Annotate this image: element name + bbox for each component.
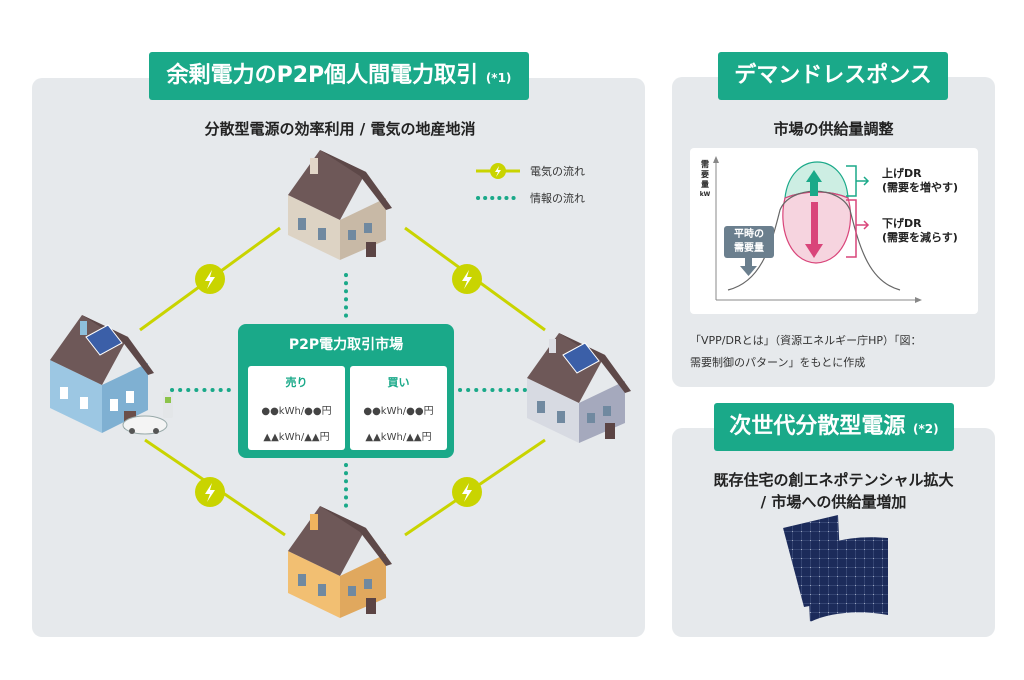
- dr-ylabel-char: 要: [701, 170, 709, 179]
- house-right: [527, 333, 631, 443]
- next-gen-subtitle: 既存住宅の創エネポテンシャル拡大 / 市場への供給量増加: [672, 469, 995, 513]
- dr-down-bracket: [846, 199, 868, 258]
- dr-down-arrow-icon: [805, 202, 823, 258]
- down-dr-label: 下げDR (需要を減らす): [882, 217, 958, 245]
- legend-electric-label: 電気の流れ: [530, 165, 585, 178]
- buy-row-2: ▲▲kWh/▲▲円: [365, 432, 432, 443]
- down-dr-desc: (需要を減らす): [882, 231, 958, 244]
- next-gen-subtitle-line: / 市場への供給量増加: [760, 493, 907, 511]
- legend-info-label: 情報の流れ: [530, 192, 585, 205]
- dr-source-note-line: 「VPP/DRとは」（資源エネルギー庁HP）「図：: [690, 334, 922, 347]
- lightning-icon: [195, 264, 225, 294]
- lightning-icon: [452, 477, 482, 507]
- solar-panel-front: [807, 537, 888, 622]
- dr-ylabel-char: 量: [701, 180, 709, 189]
- dr-source-note-line: 需要制御のパターン」をもとに作成: [690, 356, 866, 369]
- normal-demand-arrow-icon: [740, 258, 757, 276]
- lightning-icon: [195, 477, 225, 507]
- down-dr-title: 下げDR: [882, 217, 922, 230]
- sell-card: 売り ●●kWh/●●円 ▲▲kWh/▲▲円: [248, 366, 345, 450]
- dr-ylabel-char: 需: [701, 160, 709, 169]
- sell-row-2: ▲▲kWh/▲▲円: [263, 432, 330, 443]
- dr-up-bracket: [846, 165, 868, 197]
- house-bottom: [288, 506, 392, 618]
- normal-demand-box: [724, 226, 774, 258]
- normal-demand-label-line: 需要量: [734, 243, 764, 254]
- next-gen-subtitle-line: 既存住宅の創エネポテンシャル拡大: [713, 471, 954, 489]
- house-top: [288, 150, 392, 260]
- solar-panel-icon: [85, 324, 123, 356]
- market-title: P2P電力取引市場: [288, 337, 404, 353]
- p2p-title-note: (*1): [485, 71, 512, 85]
- dr-ylabel: 需 要 量 kW: [698, 160, 712, 200]
- next-gen-title: 次世代分散型電源: [729, 414, 906, 439]
- buy-label: 買い: [387, 376, 410, 389]
- up-dr-label: 上げDR (需要を増やす): [882, 167, 958, 195]
- dr-subtitle: 市場の供給量調整: [773, 120, 894, 138]
- dr-up-arrow-icon: [806, 170, 822, 196]
- buy-card: 買い ●●kWh/●●円 ▲▲kWh/▲▲円: [350, 366, 447, 450]
- next-gen-title-tag: 次世代分散型電源 (*2): [714, 403, 954, 451]
- normal-demand-label-line: 平時の: [734, 229, 764, 240]
- normal-demand-label: 平時の 需要量: [724, 228, 774, 256]
- dr-yunit: kW: [699, 191, 711, 198]
- p2p-title: 余剰電力のP2P個人間電力取引: [166, 63, 479, 88]
- p2p-title-tag: 余剰電力のP2P個人間電力取引 (*1): [149, 52, 529, 100]
- dr-source-note: 「VPP/DRとは」（資源エネルギー庁HP）「図： 需要制御のパターン」をもとに…: [690, 330, 990, 374]
- up-dr-title: 上げDR: [882, 167, 922, 180]
- p2p-market-box: P2P電力取引市場 売り ●●kWh/●●円 ▲▲kWh/▲▲円 買い ●●kW…: [238, 324, 454, 458]
- up-dr-desc: (需要を増やす): [882, 181, 959, 194]
- lightning-icon: [452, 264, 482, 294]
- legend-electric-icon: [476, 163, 520, 179]
- next-gen-title-note: (*2): [913, 422, 939, 436]
- solar-panel-icon: [562, 342, 600, 374]
- ev-car-icon: [122, 392, 173, 435]
- info-lines: [170, 273, 527, 512]
- buy-row-1: ●●kWh/●●円: [363, 406, 434, 417]
- house-left: [50, 315, 154, 433]
- p2p-subtitle: 分散型電源の効率利用 / 電気の地産地消: [204, 120, 476, 138]
- sell-label: 売り: [285, 376, 308, 389]
- dr-title-tag: デマンドレスポンス: [718, 52, 948, 100]
- sell-row-1: ●●kWh/●●円: [261, 406, 332, 417]
